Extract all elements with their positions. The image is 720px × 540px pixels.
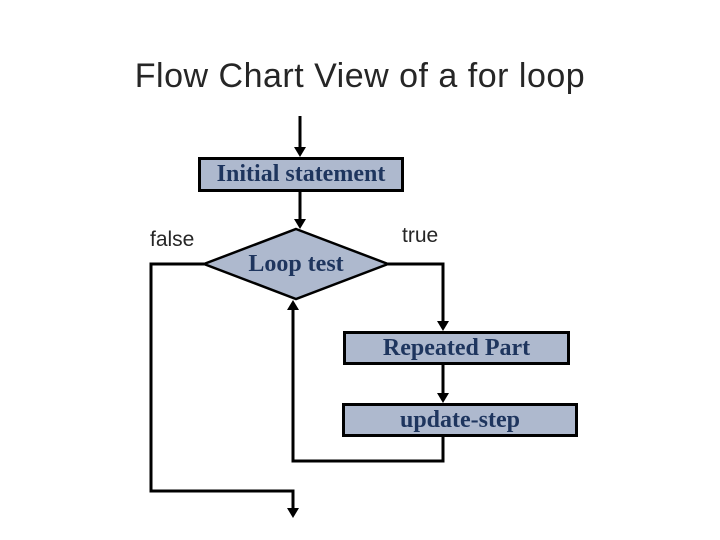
branch-label-false: false [150,228,195,251]
arrowhead-into-update [437,393,449,403]
arrowhead-into-repeated [437,321,449,331]
flow-node-update-step-label: update-step [399,406,520,433]
connector-false-exit [149,262,295,508]
arrowhead-into-test-top [294,219,306,229]
flow-node-initial-statement-label: Initial statement [216,161,386,187]
branch-label-true: true [402,224,439,247]
flow-node-initial-statement: Initial statement [198,157,404,192]
arrowhead-exit [287,508,299,518]
arrowhead-into-initial [294,147,306,157]
flow-node-repeated-part-label: Repeated Part [382,334,531,361]
flow-node-repeated-part: Repeated Part [343,331,570,365]
flow-node-update-step: update-step [342,403,578,437]
flow-node-loop-test: Loop test [196,250,396,278]
flow-node-loop-test-label: Loop test [248,250,344,277]
connector-true-to-repeated [388,262,445,321]
slide-title: Flow Chart View of a for loop [134,57,586,95]
arrowhead-into-test-bottom [287,300,299,310]
